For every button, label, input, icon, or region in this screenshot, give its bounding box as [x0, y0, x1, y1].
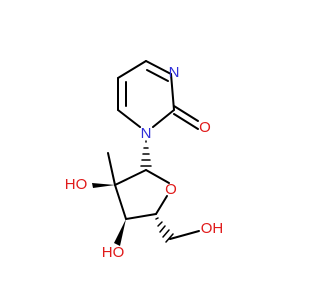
bond-n1-c6 [117, 109, 141, 128]
hashed-bond-n1-c1prime [140, 140, 152, 167]
wedge-c3prime-oh [114, 219, 126, 246]
atom-n1-label: N [141, 125, 152, 142]
bond-c2-o-b [173, 113, 199, 130]
bond-c2prime-c3prime [114, 184, 127, 220]
molecule-drawing: N N O O HO HO OH [65, 60, 224, 261]
bond-c4-n3-inner [146, 69, 169, 82]
bond-o4prime-c4prime [155, 195, 168, 215]
atom-oh-c3prime-label: HO [102, 244, 125, 261]
wedge-c2prime-oh [92, 183, 115, 188]
bond-c2-o-a [173, 105, 199, 122]
atom-oh-c5prime-label: OH [201, 220, 224, 237]
bond-c4-n3 [145, 60, 172, 75]
structure-canvas: N N O O HO HO OH [65, 60, 224, 261]
hashed-bond-c4prime-c5prime [155, 217, 174, 243]
atom-o-ring-label: O [165, 181, 177, 198]
bond-c3prime-c4prime [125, 213, 157, 220]
atom-oh-c2prime-label: HO [65, 176, 88, 193]
bond-c2prime-methyl [107, 152, 116, 186]
bond-c2-n1 [152, 109, 175, 128]
atom-o-carbonyl-label: O [199, 119, 211, 136]
bond-c5-c4 [117, 60, 147, 79]
bond-c1prime-c2prime [114, 169, 147, 186]
bond-c1prime-o4prime [145, 169, 170, 184]
bond-c5prime-oh [169, 230, 200, 240]
atom-n3-label: N [169, 64, 180, 81]
bond-n3-c2 [170, 73, 175, 111]
